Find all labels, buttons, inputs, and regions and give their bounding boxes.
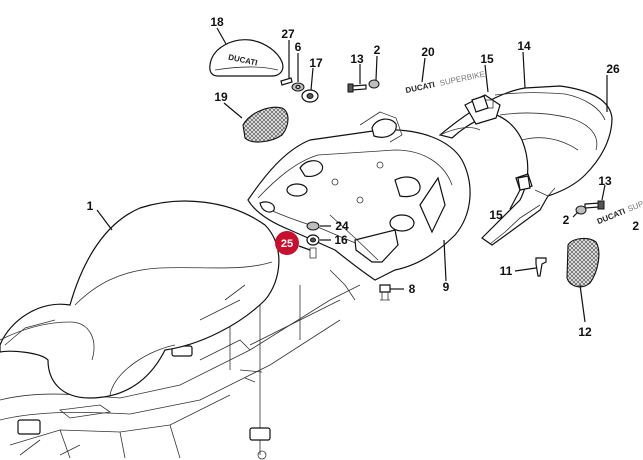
- callout-15-top: 15: [480, 52, 494, 66]
- callout-1: 1: [87, 199, 94, 213]
- tail-fairing: [438, 85, 613, 246]
- fasteners: [280, 77, 605, 301]
- callout-25: 25: [281, 238, 293, 250]
- leader-lines: [96, 27, 608, 323]
- callout-26: 26: [606, 62, 620, 76]
- callout-labels: 18 27 6 17 13 2 20 15 14 26 19 1 24 16 8…: [87, 15, 640, 339]
- callout-17: 17: [309, 56, 323, 70]
- callout-19: 19: [214, 90, 228, 104]
- callout-12: 12: [578, 325, 592, 339]
- seat-cover: DUCATI: [209, 39, 284, 77]
- callout-20: 20: [421, 45, 435, 59]
- callout-18: 18: [210, 15, 224, 29]
- subframe-outline: [0, 269, 361, 460]
- callout-11: 11: [500, 264, 513, 278]
- highlight-badge-circle: [275, 231, 299, 255]
- callout-2-top: 2: [374, 43, 381, 57]
- decal-supers-right: SUPERS: [626, 193, 643, 214]
- callout-2-mid: 2: [563, 213, 570, 227]
- decal-superbike-left: SUPERBIKE: [439, 69, 486, 87]
- callout-24: 24: [335, 219, 349, 233]
- tail-decal-left: DUCATI SUPERBIKE: [405, 69, 486, 95]
- callout-8: 8: [409, 282, 416, 296]
- tail-tray: [247, 111, 471, 281]
- callout-13-top: 13: [350, 52, 364, 66]
- callout-14: 14: [517, 39, 531, 53]
- callout-27: 27: [281, 27, 295, 41]
- callout-15-mid: 15: [489, 208, 503, 222]
- callout-6: 6: [295, 40, 302, 54]
- reflector-right: [566, 237, 600, 288]
- reflector-left: [242, 106, 289, 143]
- callout-13-right: 13: [598, 174, 612, 188]
- callout-16: 16: [334, 233, 348, 247]
- decal-ducati-right: DUCATI: [596, 207, 627, 226]
- highlight-badge-25[interactable]: 25: [275, 231, 311, 255]
- callout-9: 9: [443, 280, 450, 294]
- decal-ducati-left: DUCATI: [405, 80, 436, 95]
- callout-2-right: 2: [632, 219, 639, 233]
- rider-seat: [0, 200, 280, 399]
